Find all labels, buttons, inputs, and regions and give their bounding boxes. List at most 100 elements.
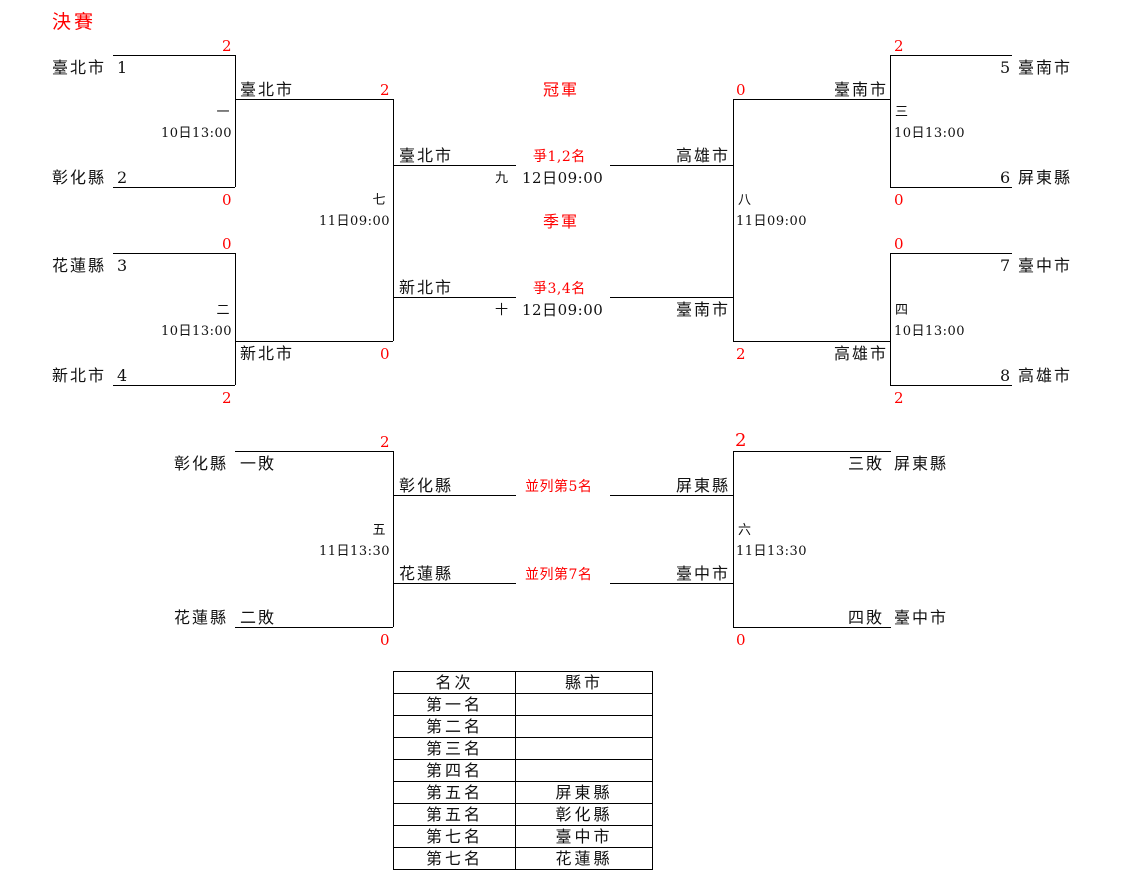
champion-label: 冠軍: [543, 80, 580, 99]
bracket-line: [235, 451, 393, 452]
rank-cell: 第五名: [393, 803, 516, 826]
score: 0: [222, 235, 232, 253]
loss-tag: 二敗: [240, 608, 277, 627]
match-time: 12日09:00: [522, 169, 604, 187]
match-time: 10日13:00: [894, 126, 966, 141]
score: 0: [894, 191, 904, 209]
third-left: 新北市: [399, 278, 454, 297]
seed-number: 3: [117, 256, 130, 275]
seed-number: 1: [117, 58, 130, 77]
score: 0: [380, 345, 390, 363]
bracket-line: [890, 253, 891, 385]
bracket-line: [235, 55, 236, 187]
team-name: 花蓮縣: [174, 608, 229, 627]
advancing-team: 臺南市: [833, 80, 888, 99]
advancing-team: 臺中市: [675, 564, 730, 583]
bracket-line: [393, 165, 516, 166]
match-number: 三: [895, 105, 909, 120]
bracket-line: [113, 385, 235, 386]
rank-cell: 第七名: [393, 847, 516, 870]
seed-number: 7: [1000, 256, 1013, 275]
tie-7th-label: 並列第7名: [525, 567, 593, 583]
rank-cell: 第二名: [393, 715, 516, 738]
team-name: 屏東縣: [1018, 168, 1073, 187]
final-label: 爭1,2名: [533, 149, 586, 165]
loss-tag: 三敗: [848, 454, 885, 473]
team-cell: [515, 737, 653, 760]
bracket-line: [235, 99, 393, 100]
finalist-left: 臺北市: [399, 146, 454, 165]
bracket-line: [733, 451, 891, 452]
seed-number: 2: [117, 168, 130, 187]
match-time: 10日13:00: [894, 324, 966, 339]
bracket-line: [890, 187, 1012, 188]
table-row: 第五名屏東縣: [393, 781, 653, 804]
table-row: 第四名: [393, 759, 653, 782]
loss-tag: 一敗: [240, 454, 277, 473]
team-cell: [515, 759, 653, 782]
bracket-line: [733, 99, 890, 100]
advancing-team: 新北市: [240, 344, 295, 363]
match-number: 七: [372, 193, 386, 208]
bracket-line: [610, 583, 733, 584]
team-name: 彰化縣: [52, 168, 107, 187]
rank-cell: 第三名: [393, 737, 516, 760]
score: 0: [736, 631, 746, 649]
team-name: 臺中市: [894, 608, 949, 627]
team-name: 花蓮縣: [52, 256, 107, 275]
finalist-right: 高雄市: [675, 146, 730, 165]
team-cell: 屏東縣: [515, 781, 653, 804]
advancing-team: 花蓮縣: [399, 564, 454, 583]
advancing-team: 高雄市: [833, 344, 888, 363]
rank-cell: 第五名: [393, 781, 516, 804]
table-row: 第三名: [393, 737, 653, 760]
score: 0: [894, 235, 904, 253]
match-number: 四: [895, 303, 909, 318]
score: 2: [222, 389, 232, 407]
bracket-line: [393, 99, 394, 341]
team-name: 臺北市: [52, 58, 107, 77]
bracket-line: [235, 627, 393, 628]
match-number: 十: [495, 303, 509, 318]
bracket-line: [890, 253, 1012, 254]
table-row: 第二名: [393, 715, 653, 738]
team-cell: [515, 715, 653, 738]
seed-number: 6: [1000, 168, 1013, 187]
score: 2: [380, 81, 390, 99]
bracket-line: [235, 341, 393, 342]
page-title: 決賽: [52, 11, 97, 33]
third-match-label: 爭3,4名: [533, 281, 586, 297]
bracket-line: [610, 297, 733, 298]
bracket-line: [733, 99, 734, 341]
team-cell: 彰化縣: [515, 803, 653, 826]
score: 2: [736, 345, 746, 363]
bracket-line: [733, 451, 734, 627]
score: 0: [222, 191, 232, 209]
team-cell: 臺中市: [515, 825, 653, 848]
score: 2: [894, 37, 904, 55]
score: 2: [735, 430, 747, 451]
rank-cell: 第四名: [393, 759, 516, 782]
match-time: 11日13:30: [736, 544, 808, 559]
match-number: 八: [738, 193, 752, 208]
score: 2: [380, 433, 390, 451]
team-name: 屏東縣: [894, 454, 949, 473]
ranking-table: 名次 縣市 第一名 第二名 第三名 第四名 第五名屏東縣 第五名彰化縣 第七名臺…: [393, 671, 653, 870]
team-cell: 花蓮縣: [515, 847, 653, 870]
score: 0: [736, 81, 746, 99]
third-right: 臺南市: [675, 300, 730, 319]
bracket-line: [393, 451, 394, 627]
match-number: 一: [216, 105, 230, 120]
match-time: 10日13:00: [161, 324, 233, 339]
match-number: 五: [372, 523, 386, 538]
team-name: 臺南市: [1018, 58, 1073, 77]
match-number: 六: [738, 523, 752, 538]
bracket-line: [890, 55, 1012, 56]
match-time: 11日09:00: [736, 214, 808, 229]
table-row: 第七名臺中市: [393, 825, 653, 848]
seed-number: 8: [1000, 366, 1013, 385]
advancing-team: 臺北市: [240, 80, 295, 99]
team-cell: [515, 693, 653, 716]
tie-5th-label: 並列第5名: [525, 479, 593, 495]
bracket-line: [393, 297, 516, 298]
